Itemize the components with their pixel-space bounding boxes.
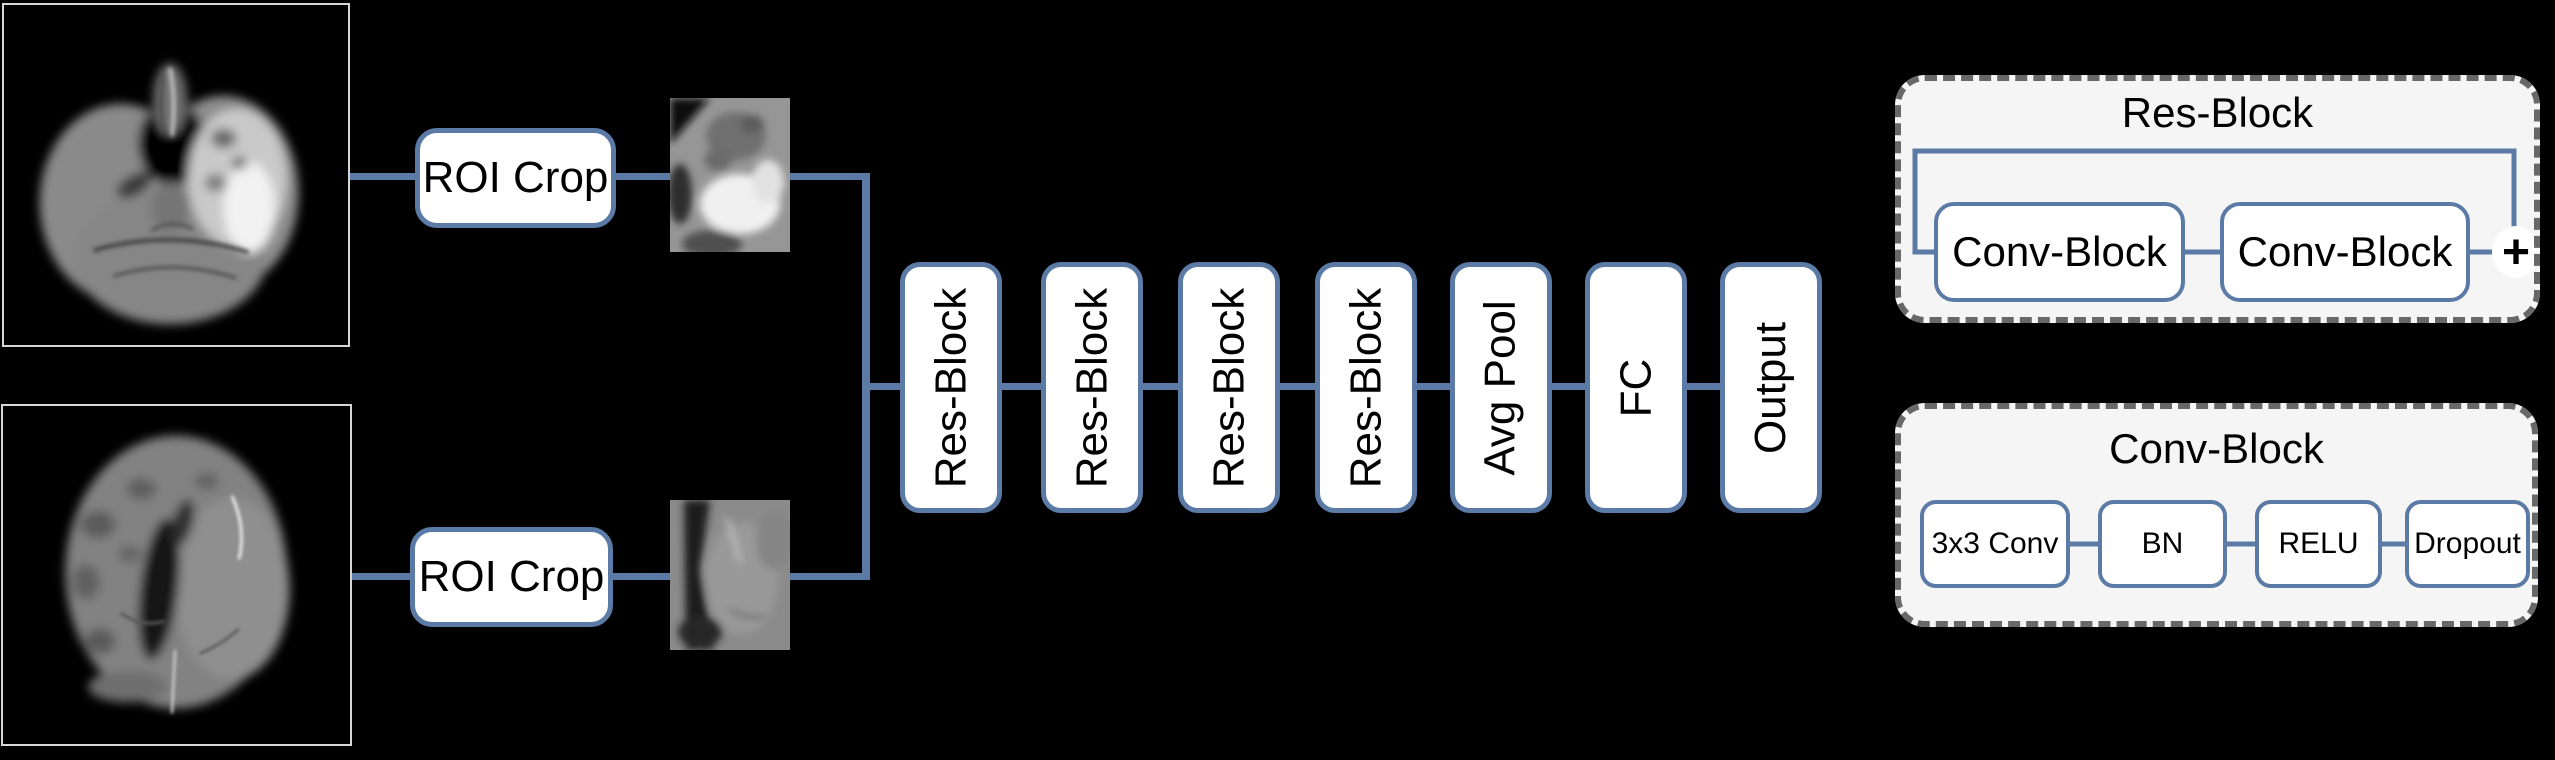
block-label: Avg Pool (1476, 299, 1525, 476)
relu-label: RELU (2278, 527, 2359, 560)
connector-crop2-merge (790, 573, 870, 580)
output-block: Output (1720, 262, 1822, 513)
avg-pool-block: Avg Pool (1450, 262, 1552, 513)
roi-crop-thumbnail-top (670, 98, 790, 252)
bn-box: BN (2098, 500, 2227, 588)
brain-mri-axial-bottom-image (3, 406, 350, 744)
connector-roi2-crop2 (613, 573, 670, 580)
connector-crop1-merge (790, 173, 870, 180)
conv-block-label: Conv-Block (1952, 228, 2167, 275)
res-block-1: Res-Block (900, 262, 1002, 513)
block-label: Res-Block (926, 287, 975, 488)
brain-mri-axial-top-image (4, 5, 348, 345)
roi-crop-label: ROI Crop (422, 153, 609, 202)
block-label: FC (1611, 358, 1660, 417)
dropout-label: Dropout (2414, 527, 2521, 560)
connector-merge-vertical (862, 173, 870, 580)
bn-label: BN (2141, 527, 2184, 560)
conv-block-label: Conv-Block (2237, 228, 2453, 275)
mri-input-top-tile (2, 3, 350, 347)
fc-block: FC (1585, 262, 1687, 513)
conv3x3-box: 3x3 Conv (1920, 500, 2070, 588)
roi-crop-label: ROI Crop (418, 552, 605, 601)
roi-crop-thumbnail-bottom-image (670, 500, 790, 650)
res-block-2: Res-Block (1041, 262, 1143, 513)
roi-crop-thumbnail-bottom (670, 500, 790, 650)
legend-conv-block: Conv-Block 3x3 Conv BN RELU Dropout (1895, 403, 2538, 627)
relu-box: RELU (2255, 500, 2382, 588)
connector-chain-trunk (862, 383, 1760, 390)
plus-sign: + (2501, 225, 2531, 279)
roi-crop-thumbnail-top-image (670, 98, 790, 252)
conv3x3-label: 3x3 Conv (1931, 527, 2059, 560)
connector-roi1-crop1 (616, 173, 670, 180)
connector-brain2-roi2 (352, 573, 410, 580)
res-block-4: Res-Block (1315, 262, 1417, 513)
block-label: Res-Block (1204, 287, 1253, 488)
conv-block-box-a: Conv-Block (1934, 202, 2185, 302)
mri-input-bottom-tile (1, 404, 352, 746)
block-label: Output (1746, 321, 1795, 454)
dropout-box: Dropout (2405, 500, 2530, 588)
residual-add-node: + (2492, 225, 2540, 279)
res-block-3: Res-Block (1178, 262, 1280, 513)
roi-crop-box-top: ROI Crop (415, 128, 616, 228)
legend-res-block: Res-Block Conv-Block Conv-Block + (1895, 75, 2540, 323)
legend-conv-block-title: Conv-Block (2109, 425, 2324, 472)
legend-res-block-title: Res-Block (2121, 89, 2314, 136)
roi-crop-box-bottom: ROI Crop (410, 527, 613, 627)
block-label: Res-Block (1067, 287, 1116, 488)
conv-block-box-b: Conv-Block (2220, 202, 2470, 302)
connector-brain1-roi1 (350, 173, 415, 180)
block-label: Res-Block (1341, 287, 1390, 488)
